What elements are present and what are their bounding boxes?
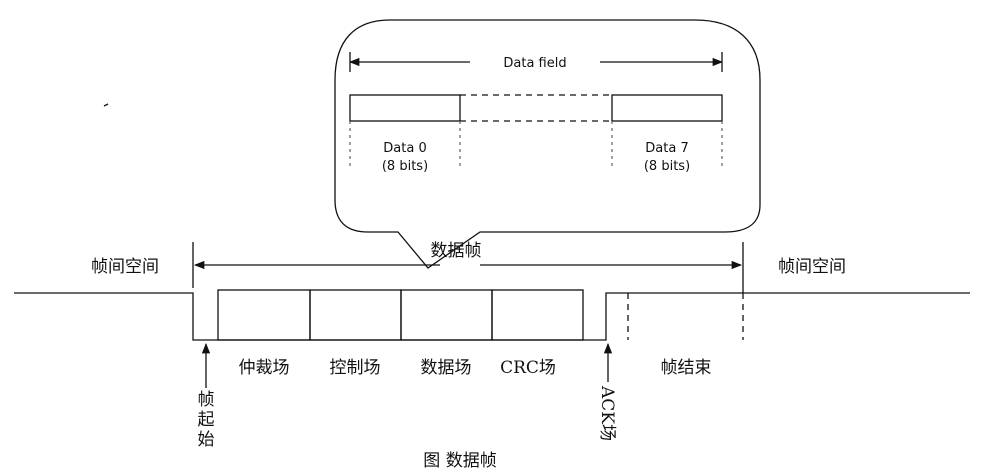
data-field-label-cn: 数据场	[421, 358, 472, 378]
right-interframe-space: 帧间空间	[778, 257, 846, 277]
control-field-box	[309, 289, 402, 341]
start-of-frame-char-3: 始	[198, 430, 215, 450]
arbitration-field-box	[217, 289, 311, 341]
data-field-box	[400, 289, 493, 341]
control-field-label: 控制场	[330, 358, 381, 378]
data-7-name: Data 7	[645, 141, 688, 156]
crc-field-box	[491, 289, 584, 341]
stray-mark	[103, 103, 109, 107]
end-of-frame-label: 帧结束	[661, 358, 712, 378]
data-0-name: Data 0	[383, 141, 426, 156]
data-0-box	[349, 94, 461, 122]
arbitration-field-label: 仲裁场	[239, 358, 290, 378]
ack-slot-label: ACK场	[597, 385, 617, 441]
start-of-frame-char-2: 起	[198, 410, 215, 430]
crc-field-label: CRC场	[500, 358, 556, 378]
start-of-frame-char-1: 帧	[198, 390, 215, 410]
frame-title: 数据帧	[431, 241, 482, 261]
data-0-bits: (8 bits)	[382, 159, 428, 174]
zoom-bubble-outline	[334, 19, 761, 269]
left-interframe-space: 帧间空间	[91, 257, 159, 277]
data-field-label: Data field	[503, 56, 566, 71]
data-7-bits: (8 bits)	[644, 159, 690, 174]
data-7-box	[611, 94, 723, 122]
figure-caption: 图 数据帧	[423, 451, 496, 468]
